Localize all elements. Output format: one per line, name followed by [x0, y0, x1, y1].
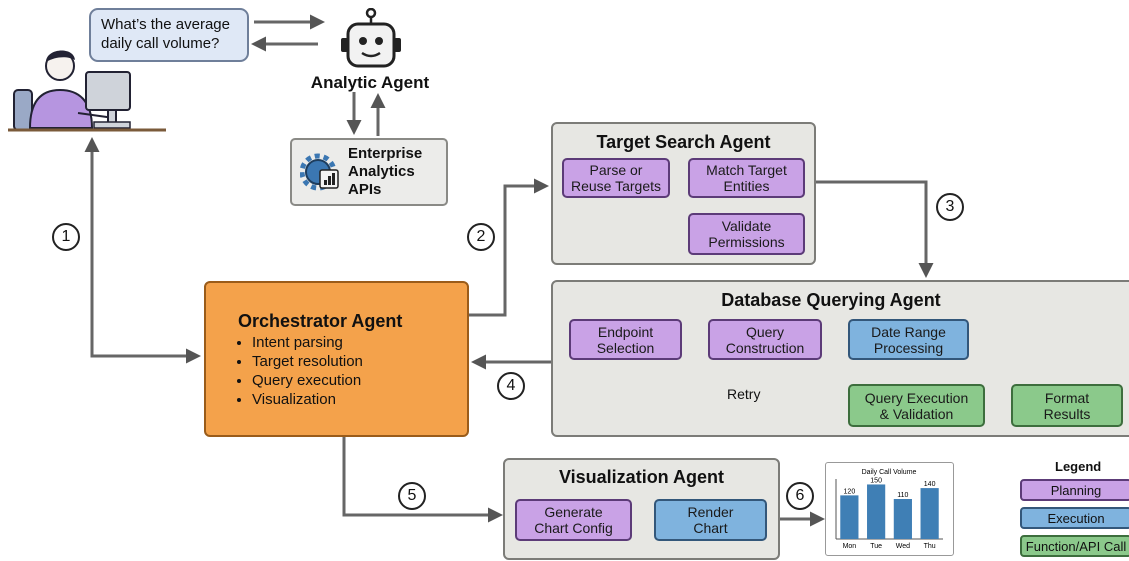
orchestrator-capabilities: Intent parsing Target resolution Query e… — [236, 333, 363, 409]
enterprise-apis-label: Enterprise Analytics APIs — [348, 145, 423, 198]
match-entities-step: Match Target Entities — [688, 158, 805, 198]
x-tick-label: Tue — [870, 543, 882, 550]
bar-value-label: 110 — [897, 492, 908, 499]
user-question-bubble: What’s the average daily call volume? — [89, 8, 249, 62]
bar — [867, 484, 886, 539]
enterprise-apis-box: Enterprise Analytics APIs — [290, 138, 448, 206]
capability-item: Target resolution — [252, 352, 363, 371]
retry-label: Retry — [727, 386, 761, 402]
format-results-step: Format Results — [1011, 384, 1123, 427]
bar-value-label: 140 — [924, 481, 936, 488]
legend-title: Legend — [1055, 459, 1102, 474]
step-2-marker: 2 — [467, 223, 495, 251]
person-at-computer-icon — [8, 50, 166, 132]
legend-execution: Execution — [1020, 507, 1129, 529]
analytic-agent-title: Analytic Agent — [310, 73, 430, 92]
render-chart-step: Render Chart — [654, 499, 767, 541]
chart-title: Daily Call Volume — [862, 469, 917, 476]
legend-planning: Planning — [1020, 479, 1129, 501]
x-tick-label: Wed — [896, 543, 910, 550]
gear-chart-icon — [300, 153, 339, 191]
capability-item: Intent parsing — [252, 333, 363, 352]
query-execution-validation-step: Query Execution & Validation — [848, 384, 985, 427]
target-search-agent-title: Target Search Agent — [596, 132, 771, 152]
x-tick-label: Mon — [843, 543, 857, 550]
legend-function-api-call: Function/API Call — [1020, 535, 1129, 557]
orchestrator-agent-title: Orchestrator Agent — [238, 311, 403, 331]
bar — [840, 495, 859, 539]
step-5-marker: 5 — [398, 482, 426, 510]
visualization-agent-title: Visualization Agent — [558, 467, 725, 487]
parse-targets-step: Parse or Reuse Targets — [562, 158, 670, 198]
database-querying-agent-title: Database Querying Agent — [721, 290, 941, 310]
bar — [893, 499, 912, 539]
step-4-marker: 4 — [497, 372, 525, 400]
validate-permissions-step: Validate Permissions — [688, 213, 805, 255]
step-1-marker: 1 — [52, 223, 80, 251]
query-construction-step: Query Construction — [708, 319, 822, 360]
step-3-marker: 3 — [936, 193, 964, 221]
robot-icon — [341, 8, 401, 68]
capability-item: Visualization — [252, 390, 363, 409]
step-6-marker: 6 — [786, 482, 814, 510]
bar-value-label: 150 — [870, 477, 882, 484]
generate-chart-config-step: Generate Chart Config — [515, 499, 632, 541]
bar — [920, 488, 939, 539]
x-tick-label: Thu — [924, 543, 936, 550]
date-range-processing-step: Date Range Processing — [848, 319, 969, 360]
endpoint-selection-step: Endpoint Selection — [569, 319, 682, 360]
bar-value-label: 120 — [844, 488, 856, 495]
orchestrator-agent-box: Orchestrator Agent Intent parsing Target… — [204, 281, 469, 437]
capability-item: Query execution — [252, 371, 363, 390]
